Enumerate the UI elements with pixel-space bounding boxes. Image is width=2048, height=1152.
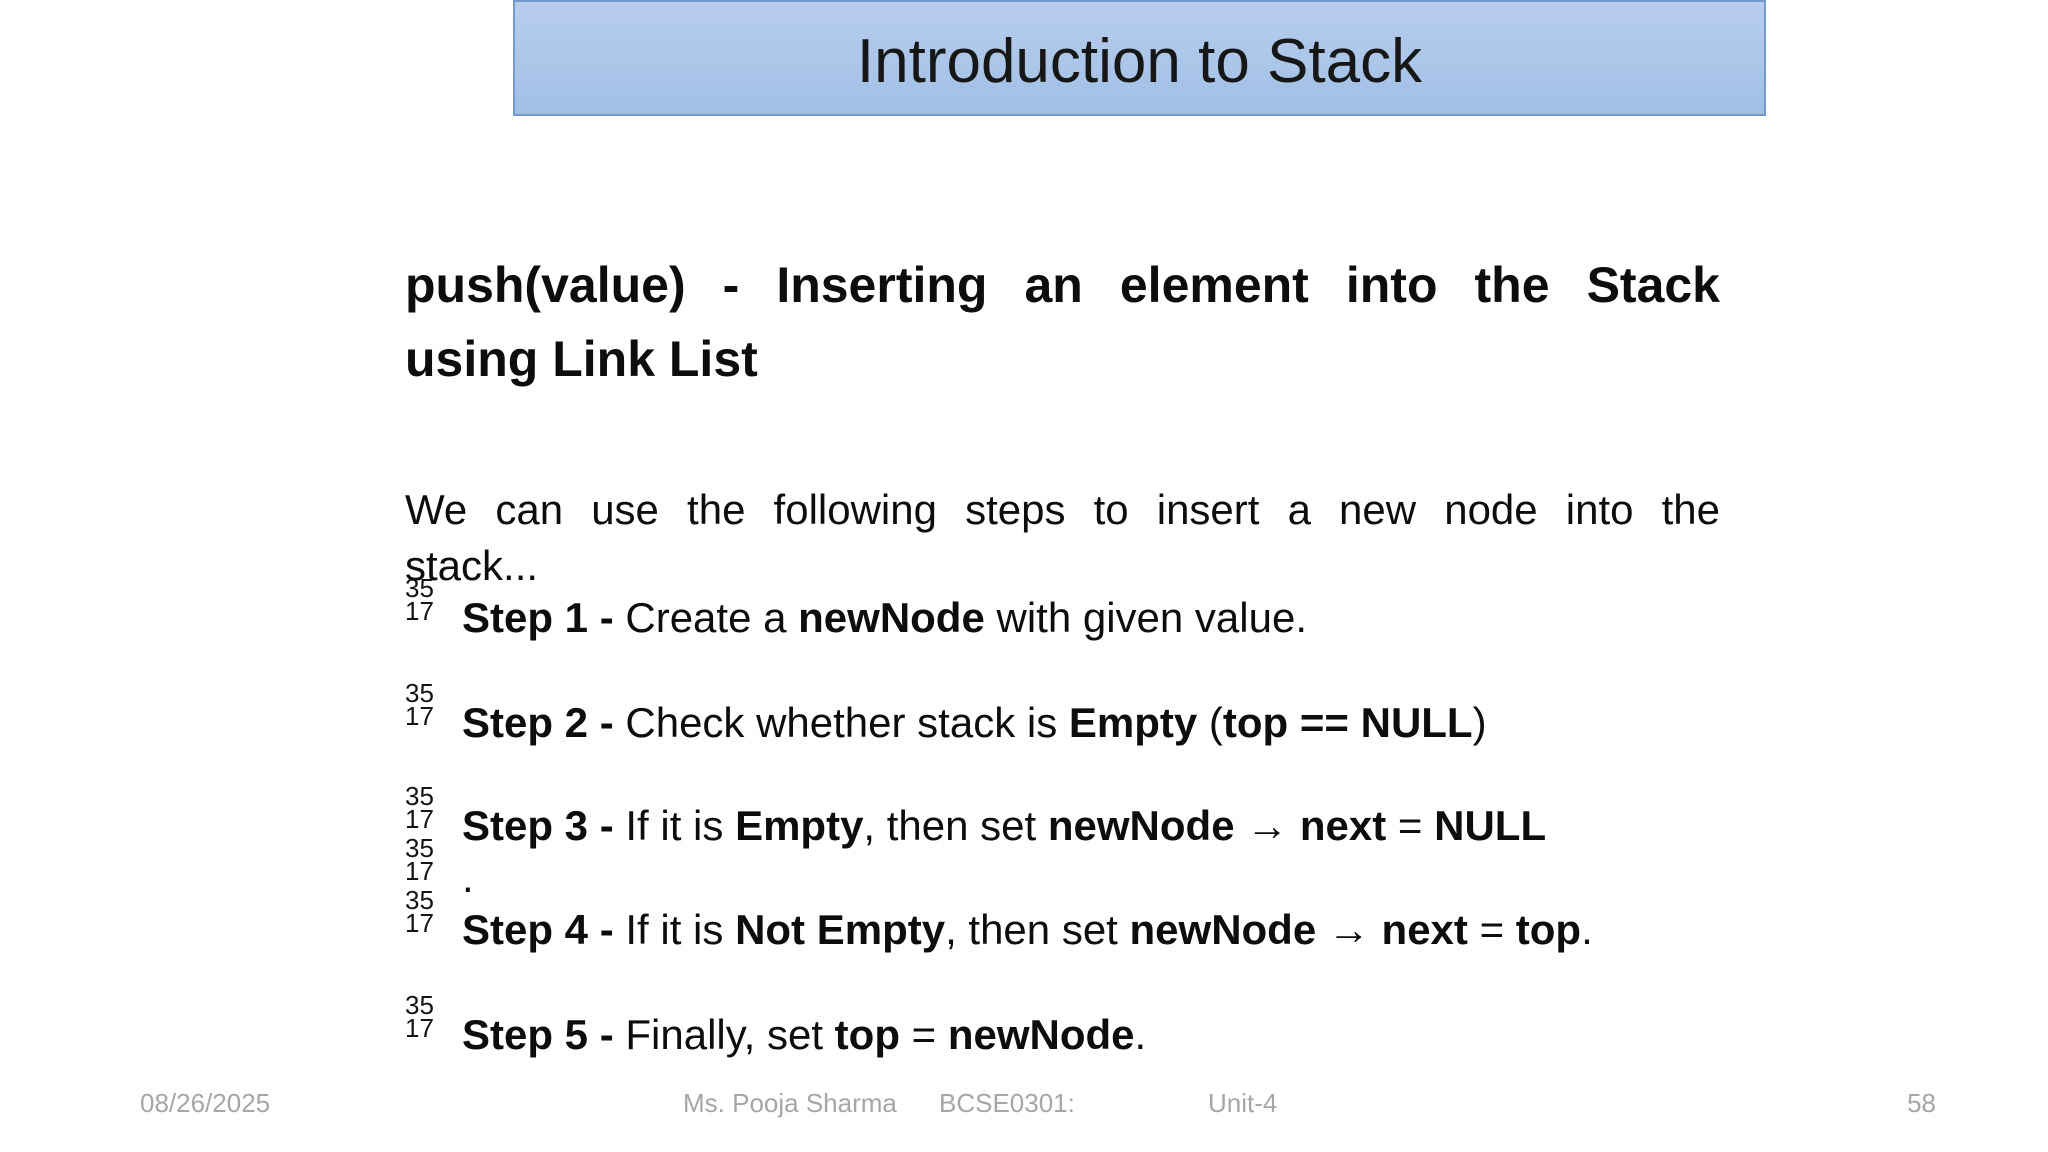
bullet-glyph: 35 17	[405, 781, 434, 834]
heading-line-1: push(value) - Inserting an element into …	[405, 257, 1720, 313]
step-item-5: 35 17 Step 5 - Finally, set top = newNod…	[405, 992, 1147, 1062]
step-text: .	[462, 854, 474, 901]
bullet-glyph-bottom: 17	[405, 856, 434, 886]
step-item-continuation: 35 17 .	[405, 835, 474, 905]
footer-unit: Unit-4	[1208, 1088, 1278, 1118]
bullet-glyph-bottom: 17	[405, 701, 434, 731]
bullet-glyph-top: 35	[405, 678, 434, 708]
bullet-glyph: 35 17	[405, 678, 434, 731]
bullet-glyph-bottom: 17	[405, 596, 434, 626]
bullet-glyph-top: 35	[405, 833, 434, 863]
bullet-glyph-top: 35	[405, 990, 434, 1020]
bullet-glyph-bottom: 17	[405, 908, 434, 938]
footer-date: 08/26/2025	[140, 1088, 271, 1118]
step-text: Step 2 - Check whether stack is Empty (t…	[462, 699, 1487, 746]
intro-paragraph: We can use the following steps to insert…	[405, 482, 1720, 594]
step-text: Step 4 - If it is Not Empty, then set ne…	[462, 906, 1593, 953]
footer-author: Ms. Pooja Sharma	[683, 1088, 897, 1118]
slide-title: Introduction to Stack	[856, 26, 1423, 96]
bullet-glyph: 35 17	[405, 573, 434, 626]
bullet-glyph-bottom: 17	[405, 1013, 434, 1043]
step-item-2: 35 17 Step 2 - Check whether stack is Em…	[405, 680, 1487, 750]
slide-heading: push(value) - Inserting an element into …	[405, 248, 1720, 396]
intro-line-2: stack...	[405, 542, 539, 589]
bullet-glyph: 35 17	[405, 990, 434, 1043]
bullet-glyph-top: 35	[405, 885, 434, 915]
bullet-glyph-top: 35	[405, 781, 434, 811]
step-text: Step 1 - Create a newNode with given val…	[462, 594, 1308, 641]
slide-title-bar: Introduction to Stack	[513, 0, 1766, 116]
bullet-glyph: 35 17	[405, 885, 434, 938]
step-text: Step 3 - If it is Empty, then set newNod…	[462, 802, 1547, 849]
bullet-glyph-bottom: 17	[405, 804, 434, 834]
step-item-1: 35 17 Step 1 - Create a newNode with giv…	[405, 575, 1308, 645]
heading-line-2: using Link List	[405, 331, 758, 387]
bullet-glyph: 35 17	[405, 833, 434, 886]
slide-number: 58	[1907, 1088, 1936, 1118]
footer-course-code: BCSE0301:	[939, 1088, 1075, 1118]
intro-line-1: We can use the following steps to insert…	[405, 486, 1720, 533]
step-text: Step 5 - Finally, set top = newNode.	[462, 1011, 1147, 1058]
step-item-4: 35 17 Step 4 - If it is Not Empty, then …	[405, 887, 1593, 957]
step-item-3: 35 17 Step 3 - If it is Empty, then set …	[405, 783, 1547, 853]
bullet-glyph-top: 35	[405, 573, 434, 603]
